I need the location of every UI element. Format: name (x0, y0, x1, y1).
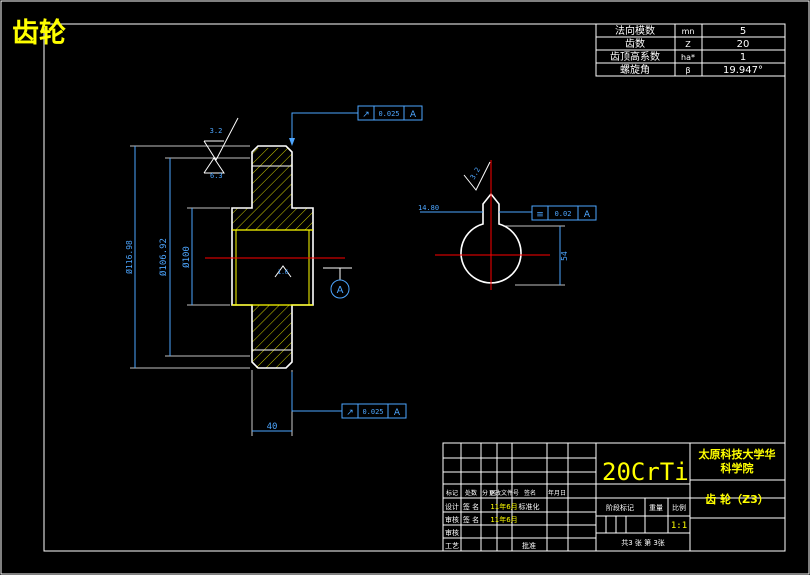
param-value-3: 19.947° (723, 65, 763, 76)
svg-text:比例: 比例 (672, 503, 686, 512)
svg-text:0.025: 0.025 (362, 408, 383, 416)
svg-text:A: A (410, 110, 417, 120)
rev-header-5: 年月日 (548, 489, 566, 497)
svg-text:A: A (584, 210, 591, 220)
title-block-text: 20CrTi 太原科技大学华 科学院 齿 轮（Z3） 阶段标记 重量 比例 1:… (445, 447, 776, 550)
param-symbol-2: ha* (681, 53, 695, 62)
rev-header-1: 处数 (465, 489, 477, 497)
svg-text:标准化: 标准化 (519, 502, 540, 511)
svg-text:批准: 批准 (522, 541, 536, 550)
svg-text:11年6月: 11年6月 (490, 502, 517, 511)
param-label-3: 螺旋角 (620, 63, 650, 76)
param-value-1: 20 (737, 39, 750, 50)
drawing-title: 齿轮 (12, 18, 66, 49)
rev-header-2: 分 区 (482, 489, 496, 497)
dim-outer-dia: Ø116.98 (124, 240, 134, 274)
roughness-key: 3.2 (469, 166, 482, 181)
gear-outline (231, 145, 314, 369)
title-block (442, 442, 786, 552)
sheet-count: 共3 张 第 3张 (621, 538, 665, 547)
rev-header-0: 标记 (446, 489, 458, 497)
svg-text:0.02: 0.02 (555, 210, 572, 218)
rev-header-3: 更改文件号 (489, 489, 519, 497)
dim-bore-dia: Ø100 (181, 246, 192, 268)
param-label-2: 齿顶高系数 (610, 50, 660, 63)
parameter-table: 法向模数 mn 5 齿数 Z 20 齿顶高系数 ha* 1 螺旋角 β 19.947° (595, 23, 786, 77)
dim-keyway-width: 14.80 (418, 204, 439, 212)
svg-text:≡: ≡ (536, 210, 544, 220)
part-name: 齿 轮（Z3） (705, 492, 768, 506)
param-label-0: 法向模数 (615, 24, 655, 37)
roughness-left: 6.3 (210, 172, 223, 180)
svg-text:审核: 审核 (445, 528, 459, 537)
param-symbol-3: β (685, 66, 690, 75)
svg-text:工艺: 工艺 (445, 542, 459, 550)
param-label-1: 齿数 (625, 37, 645, 50)
svg-text:↗: ↗ (346, 408, 354, 418)
svg-text:设计: 设计 (445, 502, 459, 511)
dim-hub-width: 40 (267, 422, 278, 432)
svg-text:0.025: 0.025 (378, 110, 399, 118)
svg-text:签 名: 签 名 (463, 502, 479, 511)
param-value-0: 5 (740, 26, 746, 37)
datum-marker (330, 279, 350, 299)
keyway-outline (460, 192, 522, 284)
bore-region (232, 230, 313, 305)
param-symbol-0: mn (682, 27, 695, 36)
rev-header-4: 签名 (524, 489, 536, 497)
dim-pitch-dia: Ø106.92 (158, 238, 169, 276)
svg-text:阶段标记: 阶段标记 (606, 503, 634, 512)
dim-keyway-depth: 54 (560, 251, 569, 261)
roughness-bore: 1.6 (278, 269, 289, 276)
tolerance-frame-key: ≡ 0.02 A (531, 205, 597, 221)
param-value-2: 1 (740, 52, 746, 63)
svg-text:重量: 重量 (649, 504, 663, 512)
svg-text:↗: ↗ (362, 110, 370, 120)
material-label: 20CrTi (602, 458, 689, 486)
scale-value: 1:1 (671, 521, 687, 531)
roughness-top: 3.2 (210, 127, 223, 135)
school-line2: 科学院 (721, 461, 754, 475)
gear-section-view: Ø116.98 Ø106.92 Ø100 40 3.2 6.3 1.6 A (124, 112, 358, 436)
svg-text:11年6月: 11年6月 (490, 515, 517, 524)
tolerance-frame-top: ↗ 0.025 A (357, 105, 423, 121)
tolerance-frame-bottom: ↗ 0.025 A (341, 403, 407, 419)
param-symbol-1: Z (685, 40, 691, 49)
keyway-view: 14.80 54 3.2 (418, 160, 569, 290)
svg-text:签 名: 签 名 (463, 515, 479, 524)
svg-text:A: A (394, 408, 401, 418)
datum-label: A (337, 285, 344, 296)
svg-text:审核: 审核 (445, 515, 459, 524)
inner-frame (43, 23, 786, 552)
school-line1: 太原科技大学华 (698, 447, 776, 461)
